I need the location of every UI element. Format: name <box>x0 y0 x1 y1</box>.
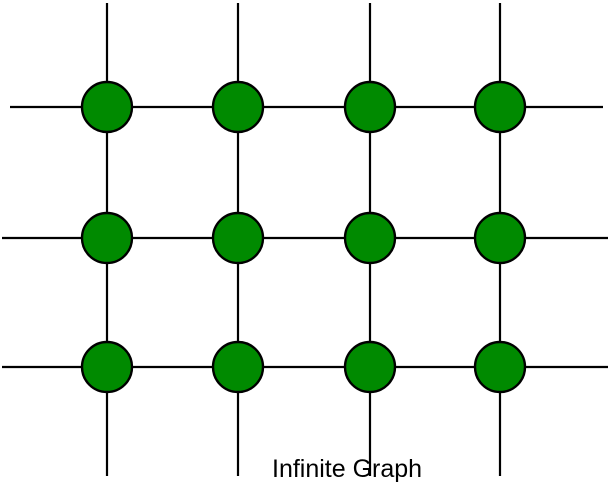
graph-caption: Infinite Graph <box>272 455 422 483</box>
graph-node-r3-c3 <box>343 340 397 394</box>
graph-node-r1-c4 <box>473 80 527 134</box>
graph-node-r2-c1 <box>80 211 134 265</box>
graph-node-r2-c3 <box>343 211 397 265</box>
graph-node-r2-c4 <box>473 211 527 265</box>
graph-node-r2-c2 <box>211 211 265 265</box>
graph-node-r1-c3 <box>343 80 397 134</box>
graph-node-r3-c1 <box>80 340 134 394</box>
graph-nodes <box>80 80 527 394</box>
graph-node-r3-c4 <box>473 340 527 394</box>
graph-node-r1-c2 <box>211 80 265 134</box>
graph-node-r1-c1 <box>80 80 134 134</box>
graph-node-r3-c2 <box>211 340 265 394</box>
